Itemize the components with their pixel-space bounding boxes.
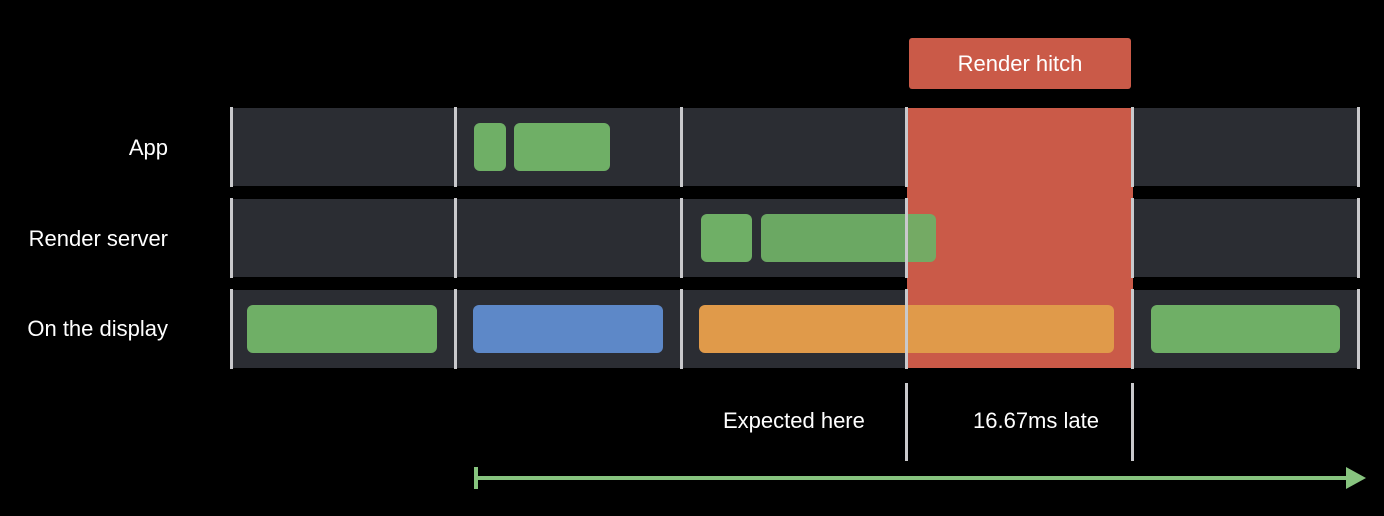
frame-divider xyxy=(905,107,908,187)
app-work-block-small xyxy=(474,123,506,171)
expected-marker-line xyxy=(905,383,908,461)
app-work-block xyxy=(514,123,610,171)
render-server-block xyxy=(761,214,936,262)
frame-divider xyxy=(230,107,233,187)
frame-divider xyxy=(1357,107,1360,187)
frame-divider xyxy=(680,198,683,278)
render-server-block-small xyxy=(701,214,752,262)
frame-divider xyxy=(1357,289,1360,369)
frame-divider xyxy=(680,107,683,187)
row-label-on-the-display: On the display xyxy=(27,316,168,341)
display-frame-green-1 xyxy=(247,305,437,353)
row-label-app: App xyxy=(128,135,168,160)
frame-divider xyxy=(905,289,908,369)
display-frame-green-2 xyxy=(1151,305,1340,353)
expected-here-label: Expected here xyxy=(723,408,865,433)
frame-divider xyxy=(1131,198,1134,278)
frame-divider xyxy=(454,289,457,369)
late-duration-label: 16.67ms late xyxy=(973,408,1099,433)
frame-divider xyxy=(905,198,908,278)
frame-divider xyxy=(454,198,457,278)
frame-divider xyxy=(1131,289,1134,369)
frame-divider xyxy=(230,198,233,278)
frame-divider xyxy=(454,107,457,187)
frame-divider xyxy=(1131,107,1134,187)
render-hitch-badge: Render hitch xyxy=(909,38,1131,89)
lane-app xyxy=(232,108,1360,186)
display-frame-blue xyxy=(473,305,663,353)
frame-divider xyxy=(680,289,683,369)
frame-divider xyxy=(230,289,233,369)
row-label-render-server: Render server xyxy=(28,226,168,251)
late-marker-line xyxy=(1131,383,1134,461)
right-arrow-icon xyxy=(474,467,1366,489)
frame-divider xyxy=(1357,198,1360,278)
